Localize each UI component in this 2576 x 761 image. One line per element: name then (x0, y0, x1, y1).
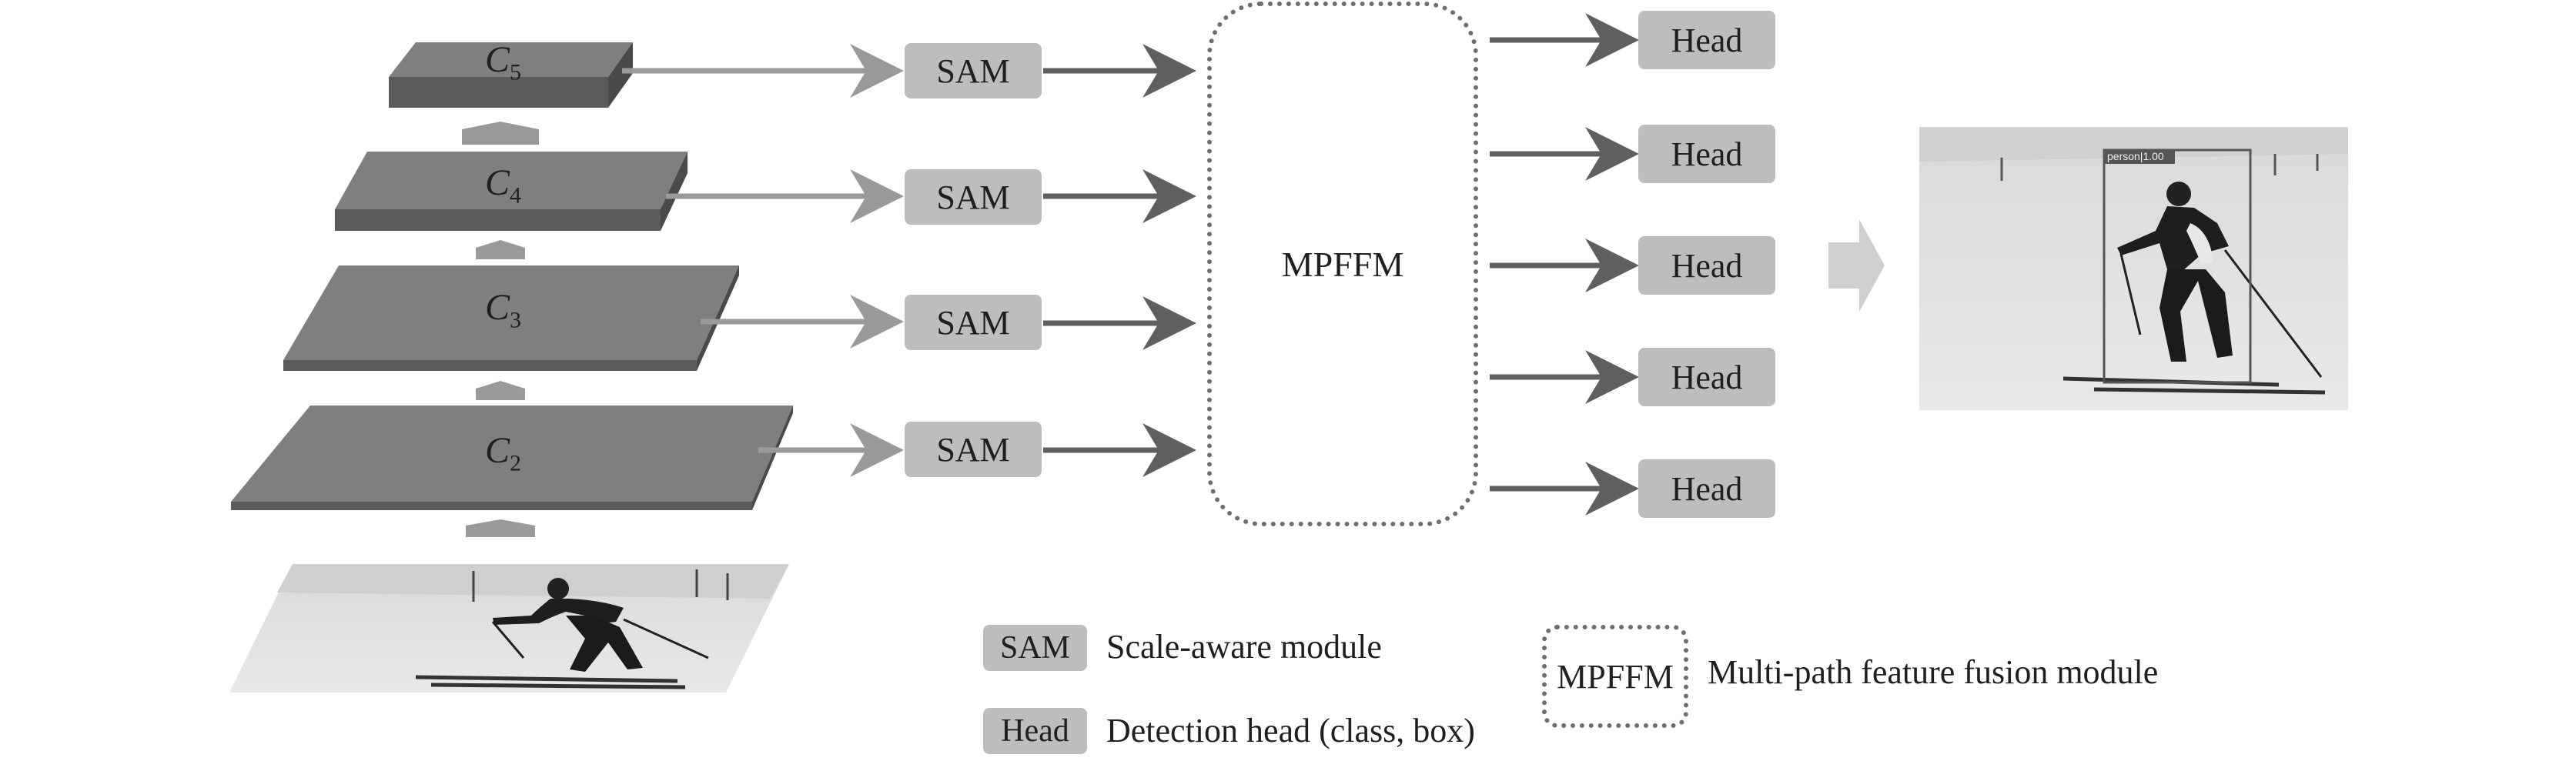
fusion-to-head-arrows (1490, 13, 1639, 516)
feature-flow-arrows (462, 122, 539, 537)
detected-skier (2062, 182, 2326, 395)
legend-head-desc: Detection head (class, box) (1106, 712, 1475, 749)
detection-label: person|1.00 (2107, 150, 2164, 162)
legend-mpffm-desc: Multi-path feature fusion module (1708, 653, 2159, 691)
layer-label-c5: C5 (485, 39, 522, 85)
head-box-1: Head (1638, 11, 1775, 69)
backbone-layer-c4 (335, 152, 687, 231)
sam-box-c2: SAM (905, 422, 1042, 477)
layer-label-c4: C4 (485, 162, 522, 209)
legend-mpffm-key: MPFFM (1542, 625, 1688, 728)
backbone-layer-c2 (231, 406, 793, 510)
detection-label-bg (2104, 150, 2175, 164)
legend-sam-key: SAM (983, 625, 1087, 671)
input-image (229, 564, 789, 693)
sam-to-fusion-arrows (1043, 44, 1196, 477)
head-box-5: Head (1638, 459, 1775, 518)
layer-label-c2: C2 (485, 430, 522, 476)
sam-box-c5: SAM (905, 43, 1042, 98)
detection-box (2103, 149, 2252, 384)
layer-label-c3: C3 (485, 287, 522, 333)
legend-head-key: Head (983, 708, 1087, 754)
output-arrow (1828, 219, 1885, 312)
sam-box-c4: SAM (905, 169, 1042, 225)
head-box-3: Head (1638, 236, 1775, 295)
output-image (1919, 127, 2348, 410)
mpffm-module: MPFFM (1207, 2, 1478, 526)
backbone-to-sam-arrows (622, 44, 904, 477)
backbone-layer-c5 (389, 42, 633, 108)
legend-sam-desc: Scale-aware module (1106, 628, 1382, 666)
head-box-4: Head (1638, 348, 1775, 406)
backbone-layer-c3 (283, 265, 739, 371)
skier-figure (415, 578, 709, 689)
sam-box-c3: SAM (905, 295, 1042, 350)
head-box-2: Head (1638, 125, 1775, 183)
